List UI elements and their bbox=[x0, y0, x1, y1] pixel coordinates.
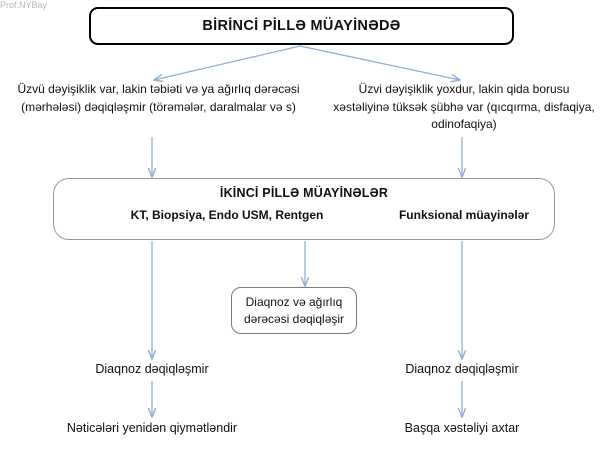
diagnosis-text: Diaqnoz və ağırlıq dərəcəsi dəqiqləşir bbox=[243, 294, 345, 326]
stage2-method-right-label: Funksional müayinələr bbox=[398, 208, 530, 222]
action-left-label: Nəticələri yenidən qiymətləndir bbox=[66, 421, 238, 435]
outcome-left-label: Diaqnoz dəqiqləşmir bbox=[95, 362, 209, 376]
stage2-method-left-label: KT, Biopsiya, Endo USM, Rentgen bbox=[130, 208, 324, 222]
outcome-right-label: Diaqnoz dəqiqləşmir bbox=[405, 362, 519, 376]
branch-left-condition-text: Üzvü dəyişiklik var, lakin təbiəti və ya… bbox=[17, 82, 300, 114]
author-watermark: Prof.NYBay bbox=[0, 0, 48, 10]
action-right-label: Başqa xəstəliyi axtar bbox=[404, 421, 520, 435]
stage1-title: BİRİNCİ PİLLƏ MÜAYİNƏDƏ bbox=[202, 18, 401, 34]
node-stage2-examinations[interactable]: İKİNCİ PİLLƏ MÜAYİNƏLƏR KT, Biopsiya, En… bbox=[53, 178, 555, 240]
connector-stage1-to-branch-right bbox=[299, 45, 460, 80]
stage2-title: İKİNCİ PİLLƏ MÜAYİNƏLƏR bbox=[219, 186, 389, 200]
branch-right-condition-text: Üzvi dəyişiklik yoxdur, lakin qida borus… bbox=[333, 82, 595, 131]
connector-stage1-to-branch-left bbox=[154, 45, 301, 80]
node-diagnosis-confirmed[interactable]: Diaqnoz və ağırlıq dərəcəsi dəqiqləşir bbox=[231, 287, 357, 334]
node-stage1-initial-examination[interactable]: BİRİNCİ PİLLƏ MÜAYİNƏDƏ bbox=[89, 7, 514, 45]
